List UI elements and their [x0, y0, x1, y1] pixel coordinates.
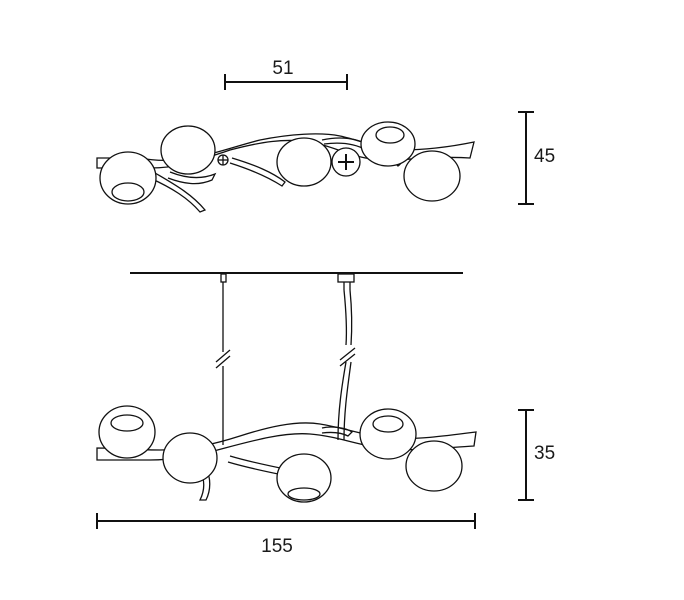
dimension-overall-width-label: 155: [261, 536, 293, 557]
dimension-top-width: 51: [224, 58, 348, 90]
suspension-cable-right: [337, 273, 356, 441]
top-view-canopies: [217, 147, 361, 177]
dimension-side-height: 35: [518, 409, 555, 501]
dimension-top-height-label: 45: [534, 146, 555, 167]
top-view-shades: [99, 121, 461, 205]
dimension-top-height: 45: [518, 111, 555, 205]
dimension-side-height-label: 35: [534, 443, 555, 464]
side-view: 35 155: [96, 272, 555, 557]
top-view-branch: [96, 133, 475, 213]
dimension-overall-width: 155: [96, 513, 476, 557]
side-view-shades: [98, 405, 463, 503]
top-view: 51: [96, 58, 555, 213]
dimension-top-width-label: 51: [272, 58, 293, 79]
suspension-cable-left: [215, 273, 231, 445]
